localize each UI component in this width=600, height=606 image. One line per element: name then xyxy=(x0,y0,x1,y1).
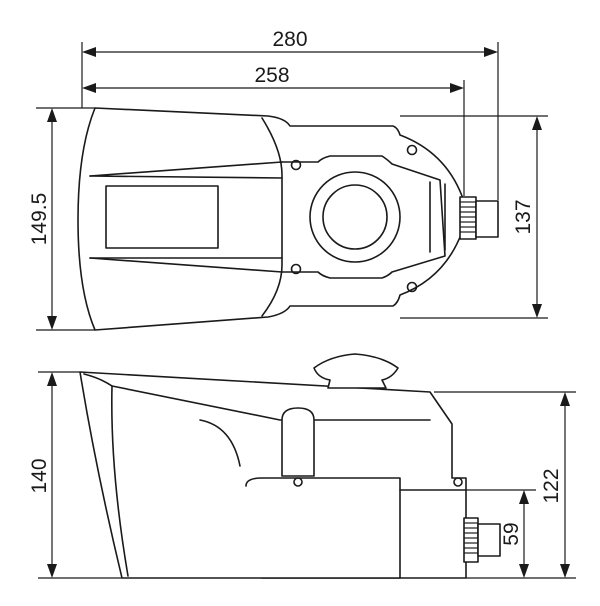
top-view-front-curve xyxy=(261,117,283,317)
top-view-shaft xyxy=(475,200,499,238)
dim-side-height-right: 122 xyxy=(540,468,563,503)
side-view-slope xyxy=(111,385,431,421)
top-view-lid-inner xyxy=(322,184,388,250)
top-view xyxy=(77,107,499,331)
top-view-knurling xyxy=(460,201,476,233)
top-view-lid-outer xyxy=(309,171,401,263)
side-view-screw-right xyxy=(453,477,463,487)
top-view-bolt-lower xyxy=(406,281,418,293)
top-view-dimensions: 280 258 149.5 137 xyxy=(28,28,548,331)
top-view-upper-wedge xyxy=(89,161,283,177)
top-view-knurled-nut xyxy=(459,196,477,240)
top-view-screw-lower xyxy=(290,263,302,275)
side-view-shaft xyxy=(477,523,501,557)
side-view-column xyxy=(281,407,315,477)
side-view-knurled-nut xyxy=(463,517,479,563)
top-view-upper-wedge-2 xyxy=(89,175,283,179)
top-view-housing xyxy=(281,155,446,279)
dim-side-shaft-height: 59 xyxy=(500,522,523,545)
side-view xyxy=(79,353,501,579)
top-view-window xyxy=(105,185,219,249)
top-view-screw-upper xyxy=(290,159,302,171)
side-view-dimensions: 140 122 59 xyxy=(28,371,576,579)
side-view-lid-knob xyxy=(313,353,399,389)
top-view-body-outline xyxy=(77,107,466,331)
side-view-inner-curve xyxy=(199,419,241,467)
dim-top-height-left: 149.5 xyxy=(28,193,51,246)
dim-top-width-body: 258 xyxy=(254,64,289,87)
dim-top-width-overall: 280 xyxy=(272,28,307,51)
top-view-channel xyxy=(429,181,446,253)
dim-top-height-right: 137 xyxy=(512,199,535,234)
top-view-lower-wedge xyxy=(89,257,283,273)
side-view-screw-left xyxy=(293,477,303,487)
dim-side-height-left: 140 xyxy=(28,458,51,493)
top-view-bolt-upper xyxy=(406,144,418,156)
side-view-lip xyxy=(83,373,129,577)
side-view-knurling xyxy=(464,522,478,554)
side-view-housing xyxy=(245,477,401,579)
